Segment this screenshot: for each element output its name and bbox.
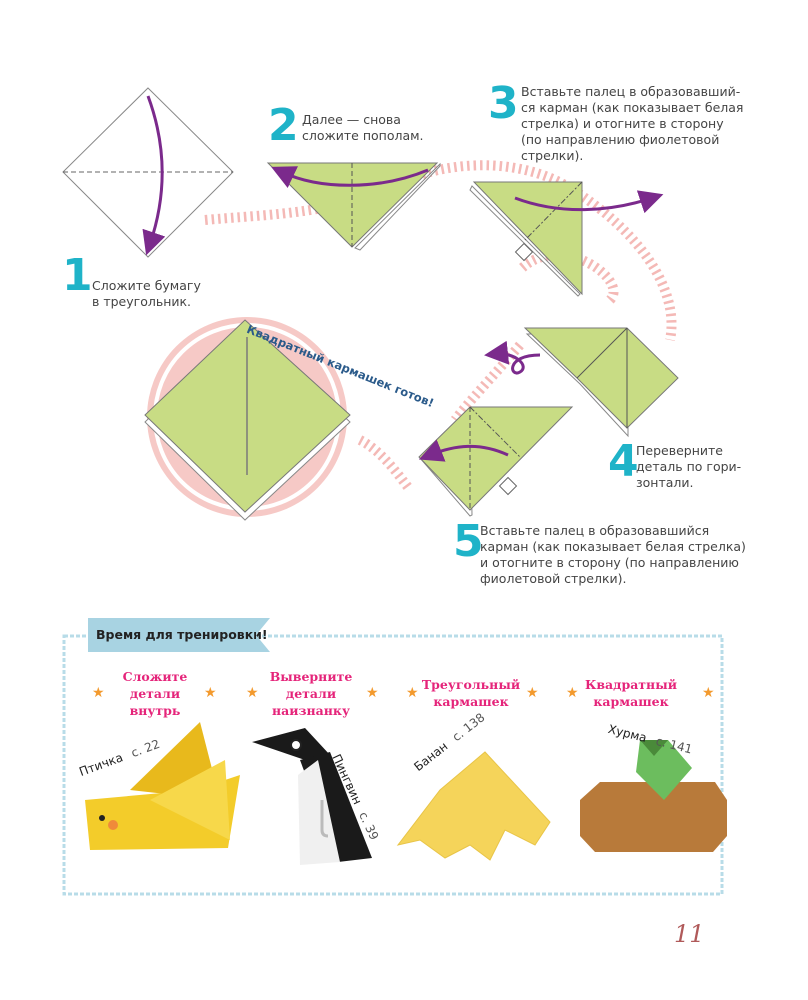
- star-icon: ★: [92, 685, 105, 701]
- step3-diagram: [469, 181, 664, 297]
- step-5-line-1: Вставьте палец в образовавшийся: [480, 523, 710, 538]
- step5-diagram: [418, 406, 574, 517]
- category-line: наизнанку: [272, 703, 350, 718]
- step-1-number: 1: [62, 250, 93, 301]
- category-line: кармашек: [433, 694, 509, 709]
- category-line: детали: [129, 686, 181, 701]
- step-5-line-2: карман (как показывает белая стрелка): [480, 539, 746, 554]
- step-4-text: Переверните деталь по гори- зонтали.: [636, 443, 741, 491]
- progress-path-2: [408, 160, 677, 341]
- step-3-line-1: Вставьте палец в образовавший-: [521, 84, 741, 99]
- result-diagram: [144, 317, 351, 521]
- star-icon: ★: [406, 685, 419, 701]
- step1-diagram: [62, 87, 234, 258]
- banana-illustration: [396, 751, 551, 861]
- step-5-line-3: и отогните в сторону (по направлению: [480, 555, 739, 570]
- star-icon: ★: [566, 685, 579, 701]
- bird-illustration: [85, 722, 240, 850]
- step-1-text: Сложите бумагу в треугольник.: [92, 278, 201, 310]
- practice-title: Время для тренировки!: [96, 627, 268, 642]
- penguin-illustration: [252, 728, 372, 865]
- step-2-number: 2: [268, 100, 299, 151]
- category-line: детали: [285, 686, 337, 701]
- category-fold-inside: Сложите детали внутрь: [100, 668, 210, 719]
- step-3-text: Вставьте палец в образовавший- ся карман…: [521, 84, 743, 164]
- practice-banner: Время для тренировки!: [88, 618, 270, 652]
- step-3-line-2: ся карман (как показывает белая: [521, 100, 744, 115]
- star-icon: ★: [526, 685, 539, 701]
- category-line: Выверните: [269, 669, 353, 684]
- practice-frame: [62, 634, 724, 896]
- step-3-line-3: стрелка) и отогните в сторону: [521, 116, 724, 131]
- step-4-number: 4: [608, 436, 639, 487]
- step-2-line-1: Далее — снова: [302, 112, 401, 127]
- star-icon: ★: [366, 685, 379, 701]
- step4-diagram: [484, 327, 679, 438]
- step-5-line-4: фиолетовой стрелки).: [480, 571, 627, 586]
- star-icon: ★: [246, 685, 259, 701]
- category-line: Квадратный: [584, 677, 678, 692]
- category-turn-inside-out: Выверните детали наизнанку: [256, 668, 366, 719]
- category-line: Треугольный: [421, 677, 521, 692]
- step-3-line-5: стрелки).: [521, 148, 584, 163]
- step-4-line-2: деталь по гори-: [636, 459, 742, 474]
- persimmon-illustration: [580, 740, 727, 852]
- step-1-line-1: Сложите бумагу: [92, 278, 201, 293]
- step-3-number: 3: [488, 78, 519, 129]
- step-1-line-2: в треугольник.: [92, 294, 192, 309]
- step-5-text: Вставьте палец в образовавшийся карман (…: [480, 523, 746, 587]
- step-3-line-4: (по направлению фиолетовой: [521, 132, 720, 147]
- step-2-text: Далее — снова сложите пополам.: [302, 112, 424, 144]
- page-number: 11: [674, 920, 705, 948]
- category-triangle-pocket: Треугольный кармашек: [416, 676, 526, 710]
- step-4-line-3: зонтали.: [636, 475, 694, 490]
- category-line: Сложите: [122, 669, 188, 684]
- star-icon: ★: [702, 685, 715, 701]
- step-4-line-1: Переверните: [636, 443, 723, 458]
- category-square-pocket: Квадратный кармашек: [576, 676, 686, 710]
- step2-diagram: [266, 162, 441, 251]
- star-icon: ★: [204, 685, 217, 701]
- category-line: внутрь: [129, 703, 181, 718]
- category-line: кармашек: [593, 694, 669, 709]
- step-5-number: 5: [453, 516, 484, 567]
- step-2-line-2: сложите пополам.: [302, 128, 424, 143]
